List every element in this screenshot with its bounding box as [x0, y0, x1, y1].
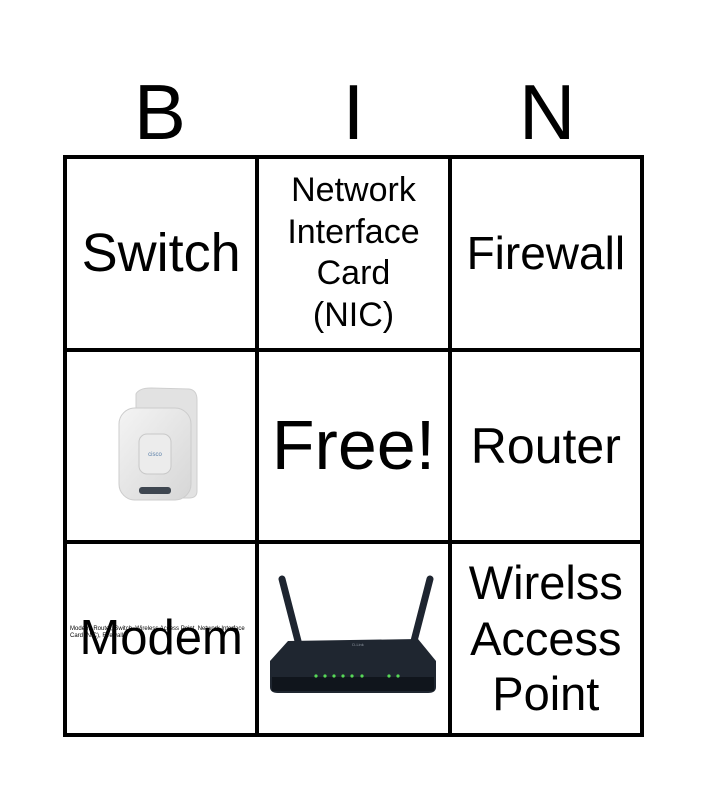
cell-label: Firewall — [466, 227, 626, 280]
header-letter-n: N — [519, 68, 576, 156]
wireless-access-point-icon: cisco — [118, 387, 198, 501]
cell-tiny-text: Modem, Router, Switch, Wireless Access P… — [70, 626, 245, 640]
header-letter-b: B — [133, 68, 186, 156]
bingo-cell-nic[interactable]: Network Interface Card (NIC) — [259, 159, 448, 348]
svg-text:cisco: cisco — [148, 452, 162, 458]
cell-label: Router — [470, 417, 621, 474]
bingo-card: Switch Network Interface Card (NIC) Fire… — [63, 155, 644, 737]
header-letter-i: I — [342, 68, 365, 156]
cell-label: Switch — [81, 222, 241, 283]
bingo-cell-modem[interactable]: Modem, Router, Switch, Wireless Access P… — [67, 544, 256, 733]
bingo-cell-router-image[interactable]: D-Link — [259, 544, 448, 733]
cell-label: Network Interface Card (NIC) — [287, 171, 420, 334]
bingo-cell-firewall[interactable]: Firewall — [451, 159, 640, 348]
bingo-cell-wireless-access-point[interactable]: Wirelss Access Point — [451, 544, 640, 733]
bingo-header: B I N — [63, 72, 644, 152]
bingo-cell-router[interactable]: Router — [451, 351, 640, 541]
router-icon: D-Link — [270, 575, 437, 693]
bingo-cell-switch[interactable]: Switch — [67, 159, 256, 348]
cell-label: Wirelss Access Point — [468, 556, 623, 721]
svg-text:D-Link: D-Link — [353, 642, 365, 647]
bingo-cell-free[interactable]: Free! — [259, 351, 448, 541]
bingo-cell-access-point-image[interactable]: cisco — [67, 351, 256, 541]
cell-label: Free! — [271, 406, 436, 485]
cell-label: Modem — [79, 610, 243, 665]
